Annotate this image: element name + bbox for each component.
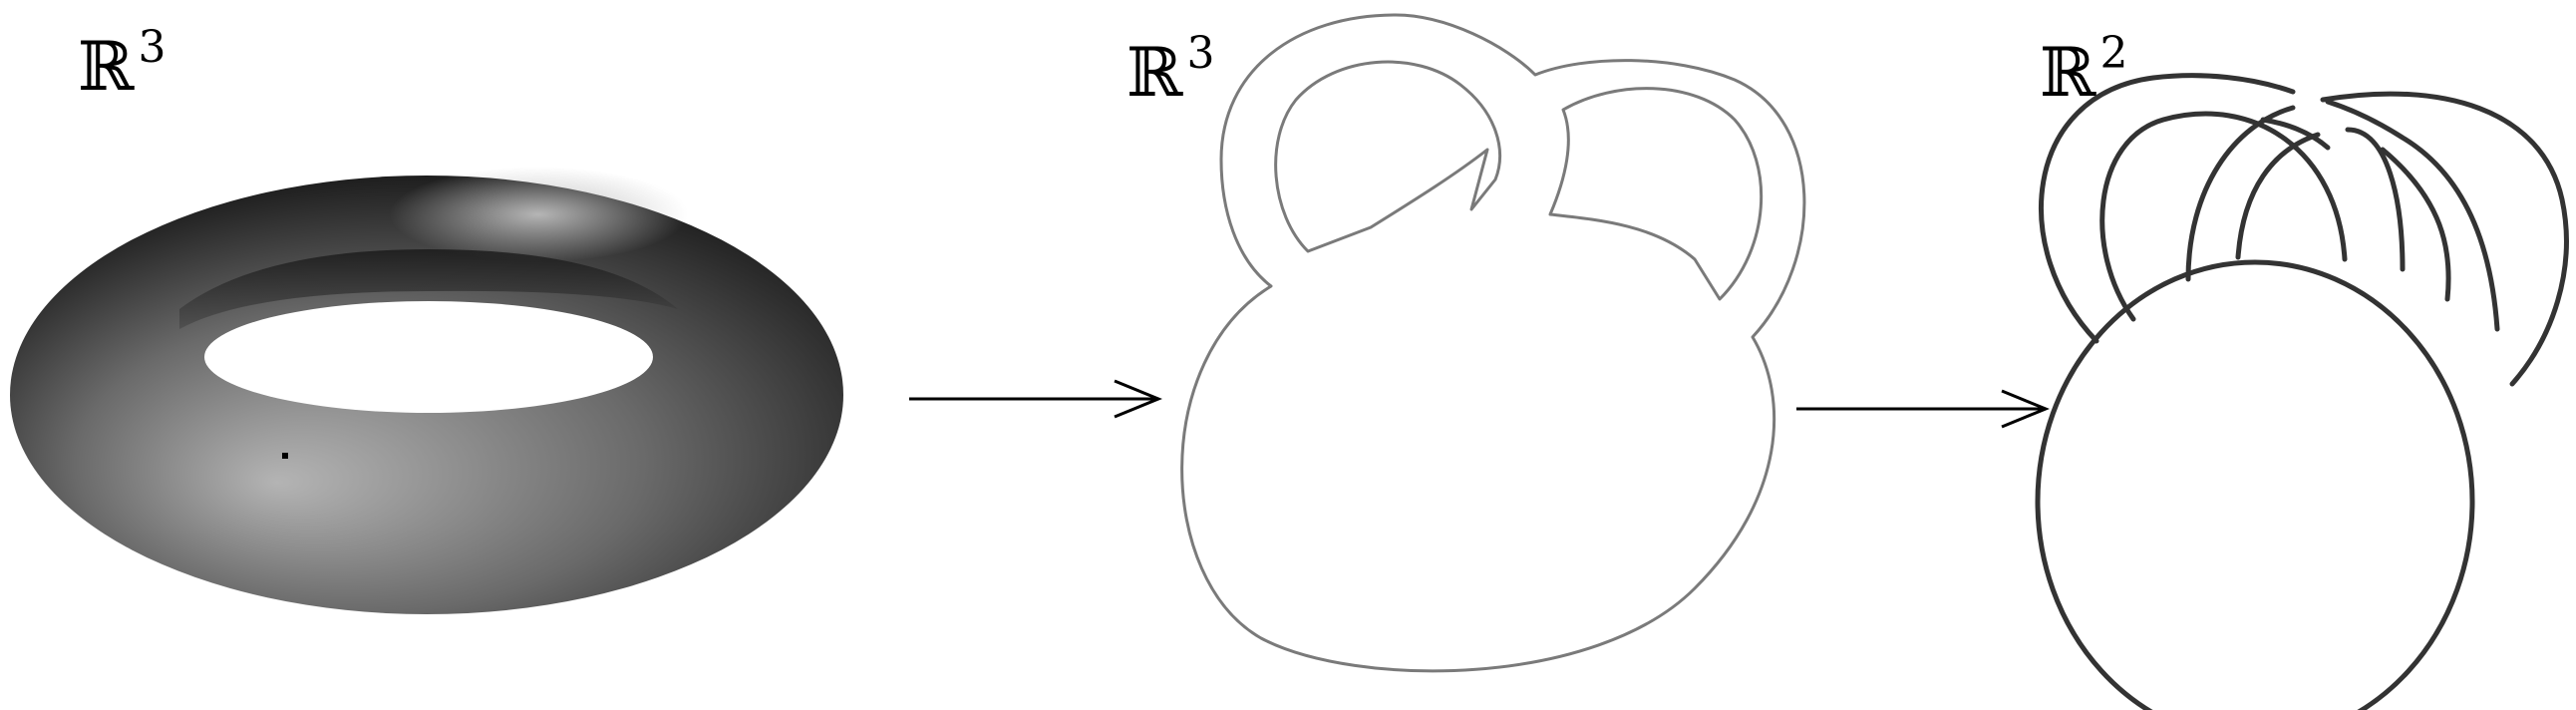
space-label-r3-middle: ℝ3: [1127, 32, 1215, 108]
knot-diagram: [2035, 73, 2569, 710]
space-symbol: ℝ: [1127, 34, 1183, 113]
arrow-embedding: [909, 379, 1162, 419]
space-symbol: ℝ: [2040, 34, 2096, 113]
space-exponent: 2: [2099, 28, 2128, 79]
space-symbol: ℝ: [78, 28, 135, 107]
space-exponent: 3: [138, 22, 166, 73]
space-label-r3-left: ℝ3: [78, 26, 166, 102]
space-exponent: 3: [1186, 28, 1215, 79]
torus: [10, 167, 843, 614]
arrow-projection: [1796, 389, 2050, 429]
space-label-r2-right: ℝ2: [2040, 32, 2128, 108]
knotted-surface: [1180, 13, 1806, 673]
surface-point: [282, 453, 288, 459]
